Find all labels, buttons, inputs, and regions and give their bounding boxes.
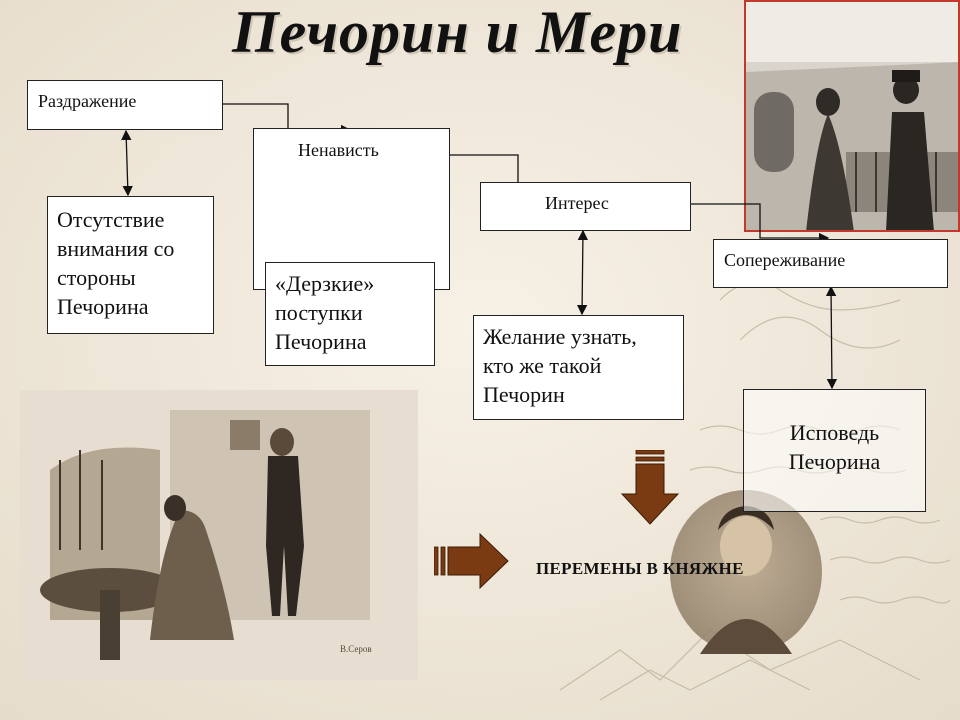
node-irritation-label: Раздражение	[38, 91, 137, 111]
node-irritation: Раздражение	[27, 80, 223, 130]
node-no-attention: Отсутствие внимания со стороны Печорина	[47, 196, 214, 334]
node-confession-label: Исповедь Печорина	[744, 418, 925, 476]
node-desire: Желание узнать, кто же такой Печорин	[473, 315, 684, 420]
node-desire-label: Желание узнать, кто же такой Печорин	[483, 322, 637, 409]
arrow-down-icon	[620, 450, 680, 525]
node-no-attention-line: Печорина	[57, 294, 149, 319]
page-title: Печорин и Мери	[232, 0, 683, 65]
node-desire-line: Печорин	[483, 382, 565, 407]
node-bold-acts-line: Печорина	[275, 329, 367, 354]
node-desire-line: кто же такой	[483, 353, 602, 378]
node-confession-line: Печорина	[788, 449, 881, 474]
node-desire-line: Желание узнать,	[483, 324, 637, 349]
arrow-right-icon	[434, 532, 509, 590]
node-bold-acts: «Дерзкие» поступки Печорина	[265, 262, 435, 366]
svg-text:В.Серов: В.Серов	[340, 644, 372, 654]
node-bold-acts-line: «Дерзкие»	[275, 271, 375, 296]
node-empathy: Сопереживание	[713, 239, 948, 288]
result-text: ПЕРЕМЕНЫ В КНЯЖНЕ	[536, 559, 744, 578]
node-bold-acts-label: «Дерзкие» поступки Печорина	[275, 269, 374, 356]
node-confession: Исповедь Печорина	[743, 389, 926, 512]
node-empathy-label: Сопереживание	[724, 250, 846, 270]
node-interest: Интерес	[480, 182, 691, 231]
node-no-attention-line: стороны	[57, 265, 136, 290]
node-no-attention-line: внимания со	[57, 236, 175, 261]
illustration-drawing-room: В.Серов	[20, 390, 418, 680]
node-no-attention-line: Отсутствие	[57, 207, 165, 232]
node-interest-label: Интерес	[545, 193, 609, 213]
node-no-attention-label: Отсутствие внимания со стороны Печорина	[57, 205, 174, 321]
illustration-balcony	[744, 0, 960, 232]
node-hatred-label: Ненависть	[298, 140, 379, 160]
node-bold-acts-line: поступки	[275, 300, 363, 325]
node-confession-line: Исповедь	[789, 420, 880, 445]
